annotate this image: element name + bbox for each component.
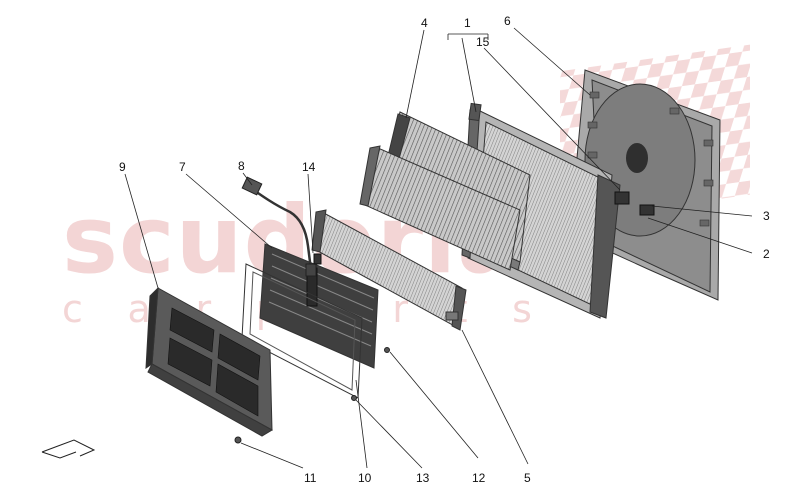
- callout-12: 12: [472, 471, 486, 485]
- callout-15: 15: [476, 35, 490, 49]
- callout-1: 1: [464, 16, 471, 30]
- screw-13: [351, 395, 357, 401]
- callout-8: 8: [238, 159, 245, 173]
- air-duct: [145, 286, 274, 437]
- callout-4: 4: [421, 16, 428, 30]
- callout-6: 6: [504, 14, 511, 28]
- fan-hub: [626, 143, 648, 173]
- screw-12: [384, 347, 390, 353]
- callout-2: 2: [763, 247, 770, 261]
- clip-part: [313, 253, 322, 265]
- sensor-harness: [241, 176, 317, 277]
- callout-13: 13: [416, 471, 430, 485]
- callout-9: 9: [119, 160, 126, 174]
- auxiliary-cooler: [311, 209, 467, 331]
- callout-7: 7: [179, 160, 186, 174]
- screw-11: [234, 436, 242, 444]
- leader-lines: [124, 27, 753, 469]
- callout-10: 10: [358, 471, 372, 485]
- callout-14: 14: [302, 160, 316, 174]
- orientation-arrow-icon: [41, 439, 96, 459]
- callout-5: 5: [524, 471, 531, 485]
- condenser-lower: [359, 145, 521, 271]
- callout-3: 3: [763, 209, 770, 223]
- callout-labels: 1 2 3 4 5 6 7 8 9 10 11 12 13 14 15: [119, 14, 770, 485]
- callout-11: 11: [304, 471, 317, 485]
- fan-connectors: [614, 191, 655, 216]
